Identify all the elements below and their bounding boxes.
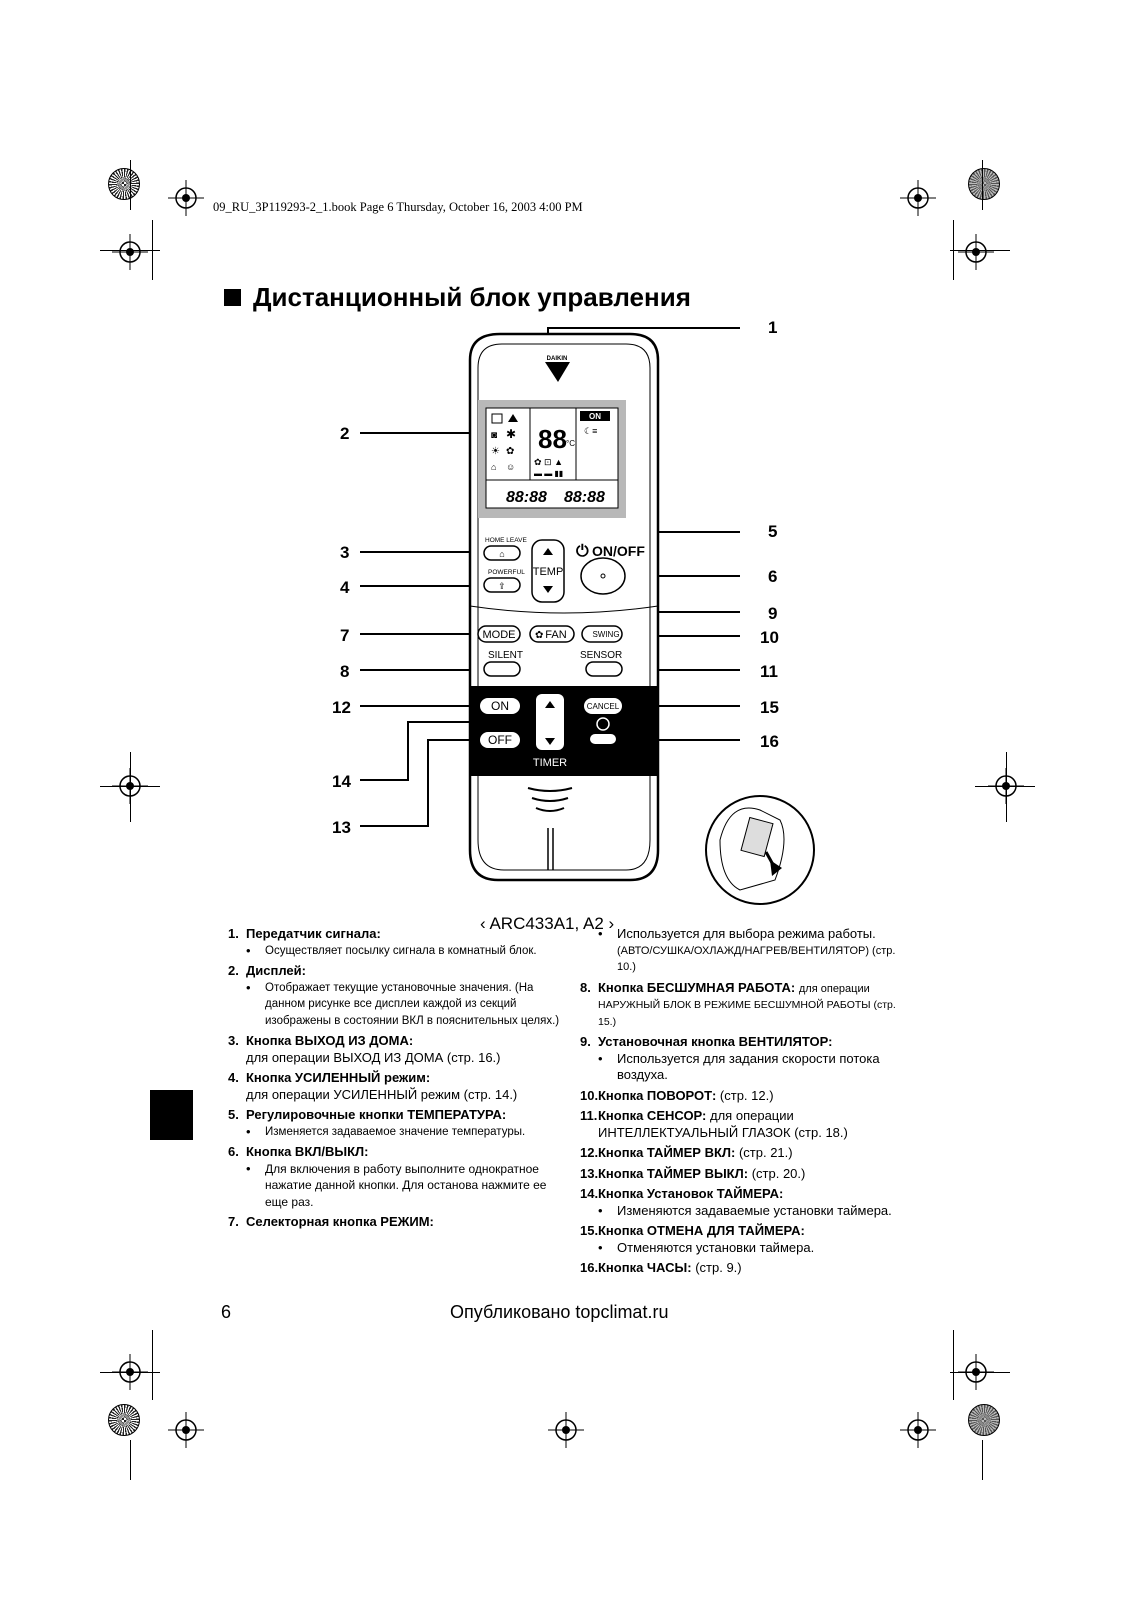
legend-item-10: 10.Кнопка ПОВОРОТ: (стр. 12.) (580, 1087, 774, 1103)
svg-text:▬ ▬ ▮▮: ▬ ▬ ▮▮ (534, 469, 563, 478)
svg-text:✿: ✿ (506, 446, 514, 457)
square-bullet-icon (224, 289, 241, 306)
svg-text:⏻: ⏻ (576, 543, 589, 560)
crosshair-icon (168, 1412, 204, 1448)
legend-item-2: 2.Дисплей: (228, 963, 306, 978)
svg-text:88: 88 (538, 424, 567, 454)
callout-12: 12 (332, 698, 351, 717)
svg-text:◙: ◙ (491, 430, 497, 441)
svg-text:✿: ✿ (535, 630, 543, 641)
svg-text:MODE: MODE (483, 629, 516, 641)
crosshair-icon (548, 1412, 584, 1448)
callout-16: 16 (760, 732, 779, 751)
registration-star-icon (108, 168, 140, 200)
svg-text:⇪: ⇪ (498, 581, 506, 591)
crosshair-icon (168, 180, 204, 216)
chevron-left-icon: ‹ (480, 914, 490, 933)
svg-text:☾≡: ☾≡ (584, 426, 597, 436)
book-info-line: 09_RU_3P119293-2_1.book Page 6 Thursday,… (213, 200, 583, 214)
legend-item-14: 14.Кнопка Установок ТАЙМЕРА: (580, 1186, 784, 1201)
svg-text:OFF: OFF (488, 733, 512, 747)
svg-text:☀: ☀ (491, 446, 500, 457)
callout-13: 13 (332, 818, 351, 837)
legend-right-column: Используется для выбора режима работы. (… (580, 922, 910, 1277)
callout-6: 6 (768, 567, 778, 586)
svg-text:CANCEL: CANCEL (587, 702, 620, 711)
svg-text:☺: ☺ (506, 462, 515, 472)
callout-1: 1 (768, 318, 778, 337)
legend-left-column: 1.Передатчик сигнала: Осуществляет посыл… (228, 922, 568, 1231)
callout-15: 15 (760, 698, 779, 717)
legend-item-16: 16.Кнопка ЧАСЫ: (стр. 9.) (580, 1260, 742, 1275)
published-by: Опубликовано topclimat.ru (450, 1302, 669, 1322)
callout-2: 2 (340, 424, 350, 443)
legend-item-12: 12.Кнопка ТАЙМЕР ВКЛ: (стр. 21.) (580, 1145, 793, 1160)
svg-text:ON: ON (589, 412, 601, 421)
remote-illustration: DAIKIN ON 88 °C 88:88 88:88 ✱ ◙ ☀ ✿ ⌂ ☺ … (360, 327, 815, 905)
section-tab (150, 1090, 193, 1140)
callout-4: 4 (340, 578, 350, 597)
legend-item-1: 1.Передатчик сигнала: (228, 926, 381, 941)
callout-14: 14 (332, 772, 351, 791)
callout-5: 5 (768, 522, 778, 541)
page-title-text: Дистанционный блок управления (253, 282, 691, 312)
crosshair-icon (900, 180, 936, 216)
chevron-right-icon: › (603, 914, 615, 933)
legend-item-7: 7.Селекторная кнопка РЕЖИМ: (228, 1214, 434, 1229)
svg-text:DAIKIN: DAIKIN (547, 356, 568, 362)
page-title: Дистанционный блок управления (224, 282, 691, 313)
crosshair-icon (112, 234, 148, 270)
svg-text:POWERFUL: POWERFUL (488, 569, 525, 576)
legend-item-6: 6.Кнопка ВКЛ/ВЫКЛ: (228, 1144, 369, 1159)
svg-text:88:88: 88:88 (506, 489, 547, 506)
legend-item-8: 8.Кнопка БЕСШУМНАЯ РАБОТА: для операции (580, 979, 870, 995)
model-caption: ‹ ARC433A1, A2 › (480, 914, 615, 933)
registration-star-icon (968, 1404, 1000, 1436)
svg-text:⌂: ⌂ (491, 462, 496, 472)
registration-star-icon (108, 1404, 140, 1436)
callout-7: 7 (340, 626, 350, 645)
svg-text:ON: ON (491, 699, 509, 713)
svg-text:°C: °C (566, 439, 575, 448)
legend-item-3: 3.Кнопка ВЫХОД ИЗ ДОМА: (228, 1033, 414, 1048)
crosshair-icon (900, 1412, 936, 1448)
svg-text:HOME LEAVE: HOME LEAVE (485, 537, 527, 544)
svg-text:88:88: 88:88 (564, 489, 605, 506)
svg-text:⌂: ⌂ (499, 549, 504, 559)
page-number: 6 (221, 1302, 232, 1322)
callout-8: 8 (340, 662, 350, 681)
legend-item-15: 15.Кнопка ОТМЕНА ДЛЯ ТАЙМЕРА: (580, 1223, 805, 1238)
legend-item-5: 5.Регулировочные кнопки ТЕМПЕРАТУРА: (228, 1107, 507, 1122)
svg-text:✿ ⊡ ▲: ✿ ⊡ ▲ (534, 457, 563, 467)
svg-text:FAN: FAN (545, 629, 566, 641)
crosshair-icon (958, 234, 994, 270)
legend-item-9: 9.Установочная кнопка ВЕНТИЛЯТОР: (580, 1034, 833, 1049)
svg-text:TIMER: TIMER (533, 757, 567, 769)
callout-9: 9 (768, 604, 778, 623)
svg-text:ON/OFF: ON/OFF (592, 543, 645, 559)
legend-item-13: 13.Кнопка ТАЙМЕР ВЫКЛ: (стр. 20.) (580, 1165, 806, 1181)
svg-text:SENSOR: SENSOR (580, 650, 622, 661)
callout-11: 11 (760, 662, 778, 681)
callout-3: 3 (340, 543, 350, 562)
callout-10: 10 (760, 628, 779, 647)
svg-text:✱: ✱ (506, 427, 516, 441)
daikin-logo-icon (545, 362, 570, 382)
registration-star-icon (968, 168, 1000, 200)
svg-text:SWING: SWING (592, 630, 619, 639)
legend-item-4: 4.Кнопка УСИЛЕННЫЙ режим: (228, 1070, 431, 1085)
legend-item-11: 11.Кнопка СЕНСОР: для операции (580, 1108, 794, 1123)
svg-text:SILENT: SILENT (488, 650, 523, 661)
svg-text:TEMP: TEMP (533, 566, 564, 578)
